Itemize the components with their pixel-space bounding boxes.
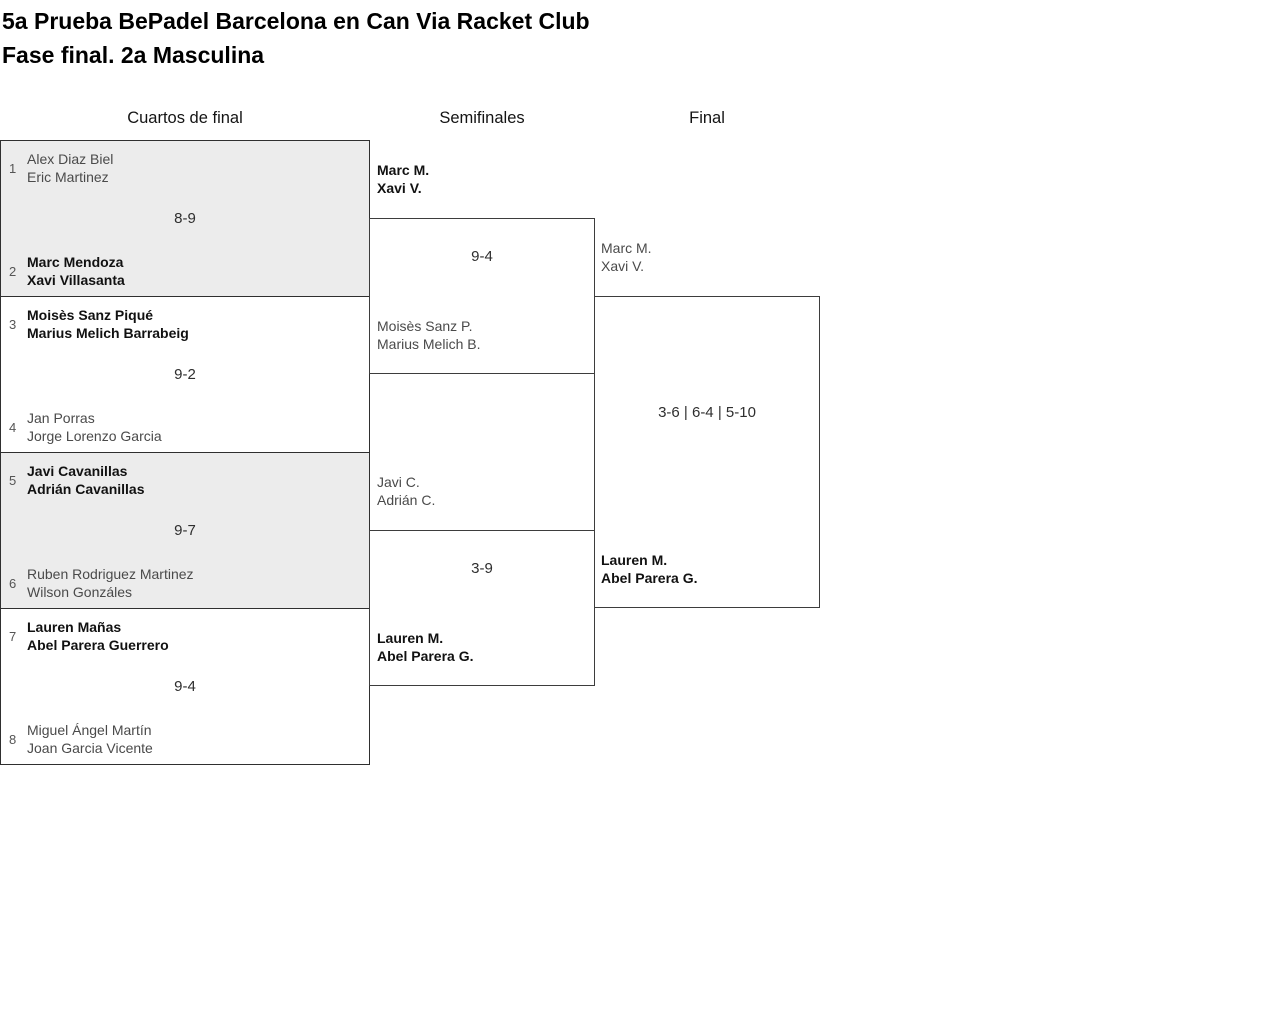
player-name: Wilson Gonzáles <box>27 584 133 600</box>
qf-match-1: 1 Alex Diaz Biel Eric Martinez 8-9 2 Mar… <box>0 140 370 297</box>
player-name: Xavi V. <box>601 258 645 274</box>
team-qf2-top: Moisès Sanz Piqué Marius Melich Barrabei… <box>27 306 189 342</box>
team-sf1-bottom: Moisès Sanz P. Marius Melich B. <box>377 317 480 353</box>
player-name: Joan Garcia Vicente <box>27 740 153 756</box>
seed-number: 8 <box>9 731 17 747</box>
final-match-box <box>594 296 820 608</box>
team-qf2-bottom: Jan Porras Jorge Lorenzo Garcia <box>27 409 162 445</box>
team-row: 7 Lauren Mañas Abel Parera Guerrero <box>9 618 169 654</box>
sf1-score: 9-4 <box>471 248 493 265</box>
team-qf1-bottom: Marc Mendoza Xavi Villasanta <box>27 253 125 289</box>
team-qf4-bottom: Miguel Ángel Martín Joan Garcia Vicente <box>27 721 153 757</box>
sf-match-2-box <box>369 530 595 686</box>
player-name: Adrián C. <box>377 492 436 508</box>
team-final-top: Marc M. Xavi V. <box>601 239 652 275</box>
player-name: Javi C. <box>377 474 420 490</box>
team-qf3-bottom: Ruben Rodriguez Martinez Wilson Gonzáles <box>27 565 194 601</box>
player-name: Marc M. <box>601 240 652 256</box>
player-name: Marc Mendoza <box>27 254 124 270</box>
team-row: 5 Javi Cavanillas Adrián Cavanillas <box>9 462 145 498</box>
player-name: Marius Melich B. <box>377 336 481 352</box>
player-name: Adrián Cavanillas <box>27 481 145 497</box>
seed-number: 2 <box>9 263 17 279</box>
seed-number: 5 <box>9 472 17 488</box>
round-header-cuartos-de-final: Cuartos de final <box>127 109 243 127</box>
seed-number: 3 <box>9 316 17 332</box>
player-name: Javi Cavanillas <box>27 463 128 479</box>
player-name: Moisès Sanz P. <box>377 318 473 334</box>
page-subtitle: Fase final. 2a Masculina <box>2 42 265 68</box>
seed-number: 7 <box>9 628 17 644</box>
player-name: Jan Porras <box>27 410 95 426</box>
team-sf2-top: Javi C. Adrián C. <box>377 473 435 509</box>
team-qf4-top: Lauren Mañas Abel Parera Guerrero <box>27 618 169 654</box>
player-name: Ruben Rodriguez Martinez <box>27 566 194 582</box>
team-row: 8 Miguel Ángel Martín Joan Garcia Vicent… <box>9 721 153 757</box>
player-name: Jorge Lorenzo Garcia <box>27 428 162 444</box>
player-name: Abel Parera Guerrero <box>27 637 169 653</box>
player-name: Miguel Ángel Martín <box>27 722 152 738</box>
sf2-score: 3-9 <box>471 560 493 577</box>
team-row: 4 Jan Porras Jorge Lorenzo Garcia <box>9 409 162 445</box>
player-name: Lauren Mañas <box>27 619 122 635</box>
player-name: Abel Parera G. <box>601 570 698 586</box>
player-name: Marc M. <box>377 162 430 178</box>
qf1-score: 8-9 <box>174 210 196 227</box>
player-name: Lauren M. <box>601 552 668 568</box>
player-name: Xavi V. <box>377 180 422 196</box>
seed-number: 6 <box>9 575 17 591</box>
player-name: Eric Martinez <box>27 169 109 185</box>
round-header-semifinales: Semifinales <box>439 109 525 127</box>
seed-number: 4 <box>9 419 17 435</box>
team-final-bottom: Lauren M. Abel Parera G. <box>601 551 698 587</box>
team-row: 2 Marc Mendoza Xavi Villasanta <box>9 253 125 289</box>
team-row: 3 Moisès Sanz Piqué Marius Melich Barrab… <box>9 306 189 342</box>
qf2-score: 9-2 <box>174 366 196 383</box>
final-score: 3-6 | 6-4 | 5-10 <box>658 404 756 421</box>
qf-match-4: 7 Lauren Mañas Abel Parera Guerrero 9-4 … <box>0 608 370 765</box>
qf3-score: 9-7 <box>174 522 196 539</box>
team-row: 1 Alex Diaz Biel Eric Martinez <box>9 150 113 186</box>
team-sf2-bottom: Lauren M. Abel Parera G. <box>377 629 474 665</box>
page-title: 5a Prueba BePadel Barcelona en Can Via R… <box>2 8 590 34</box>
team-qf1-top: Alex Diaz Biel Eric Martinez <box>27 150 113 186</box>
player-name: Lauren M. <box>377 630 444 646</box>
seed-number: 1 <box>9 160 17 176</box>
team-qf3-top: Javi Cavanillas Adrián Cavanillas <box>27 462 145 498</box>
qf4-score: 9-4 <box>174 678 196 695</box>
player-name: Xavi Villasanta <box>27 272 125 288</box>
qf-match-3: 5 Javi Cavanillas Adrián Cavanillas 9-7 … <box>0 452 370 609</box>
player-name: Moisès Sanz Piqué <box>27 307 154 323</box>
team-row: 6 Ruben Rodriguez Martinez Wilson Gonzál… <box>9 565 194 601</box>
player-name: Alex Diaz Biel <box>27 151 114 167</box>
round-header-final: Final <box>689 109 725 127</box>
team-sf1-top: Marc M. Xavi V. <box>377 161 429 197</box>
qf-match-2: 3 Moisès Sanz Piqué Marius Melich Barrab… <box>0 296 370 453</box>
player-name: Abel Parera G. <box>377 648 474 664</box>
player-name: Marius Melich Barrabeig <box>27 325 189 341</box>
